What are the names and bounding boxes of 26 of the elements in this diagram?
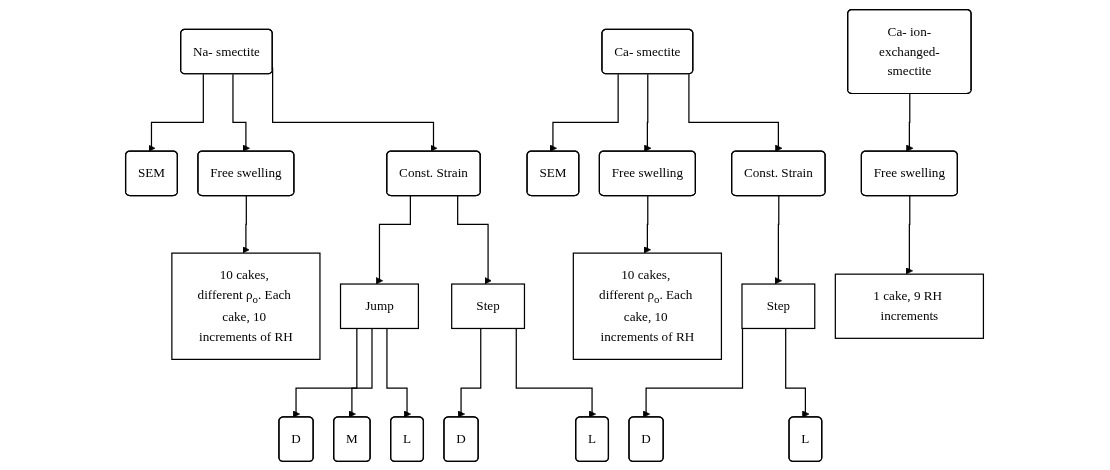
arrow <box>906 194 914 274</box>
node-box <box>741 282 816 329</box>
arrow <box>516 327 597 418</box>
arrow <box>386 327 412 418</box>
arrow <box>550 73 620 152</box>
arrow <box>785 327 810 418</box>
arrow <box>349 327 374 418</box>
arrow <box>232 73 251 152</box>
arrow <box>458 327 482 418</box>
arrow <box>457 194 493 284</box>
arrow <box>148 73 205 152</box>
arrow <box>644 73 652 152</box>
arrow <box>644 194 652 253</box>
arrow <box>906 92 914 152</box>
node-box <box>451 282 526 329</box>
node-box <box>573 252 723 360</box>
arrow <box>688 73 783 152</box>
arrow <box>293 327 358 418</box>
node-box <box>835 273 985 339</box>
flowchart-diagram: Na- smectite SEM Free swelling Const. Strain 10 cakes, different ρ$_{o}$. Each cake, 10 increments of RH Jump Step D M L D L Ca- smectite SEM Free swelling Const. Strain 10 cakes, different ρ$_{o}$. Each cake, 10 increments of RH Step D L Ca- ion-exchanged-smectite Free swelling 1 cake, 9 RH increments <box>119 2 991 468</box>
node-box <box>171 252 322 360</box>
arrow <box>775 194 783 284</box>
arrow <box>643 327 744 418</box>
node-box <box>340 282 420 329</box>
arrow <box>242 194 250 253</box>
arrow <box>376 194 412 284</box>
